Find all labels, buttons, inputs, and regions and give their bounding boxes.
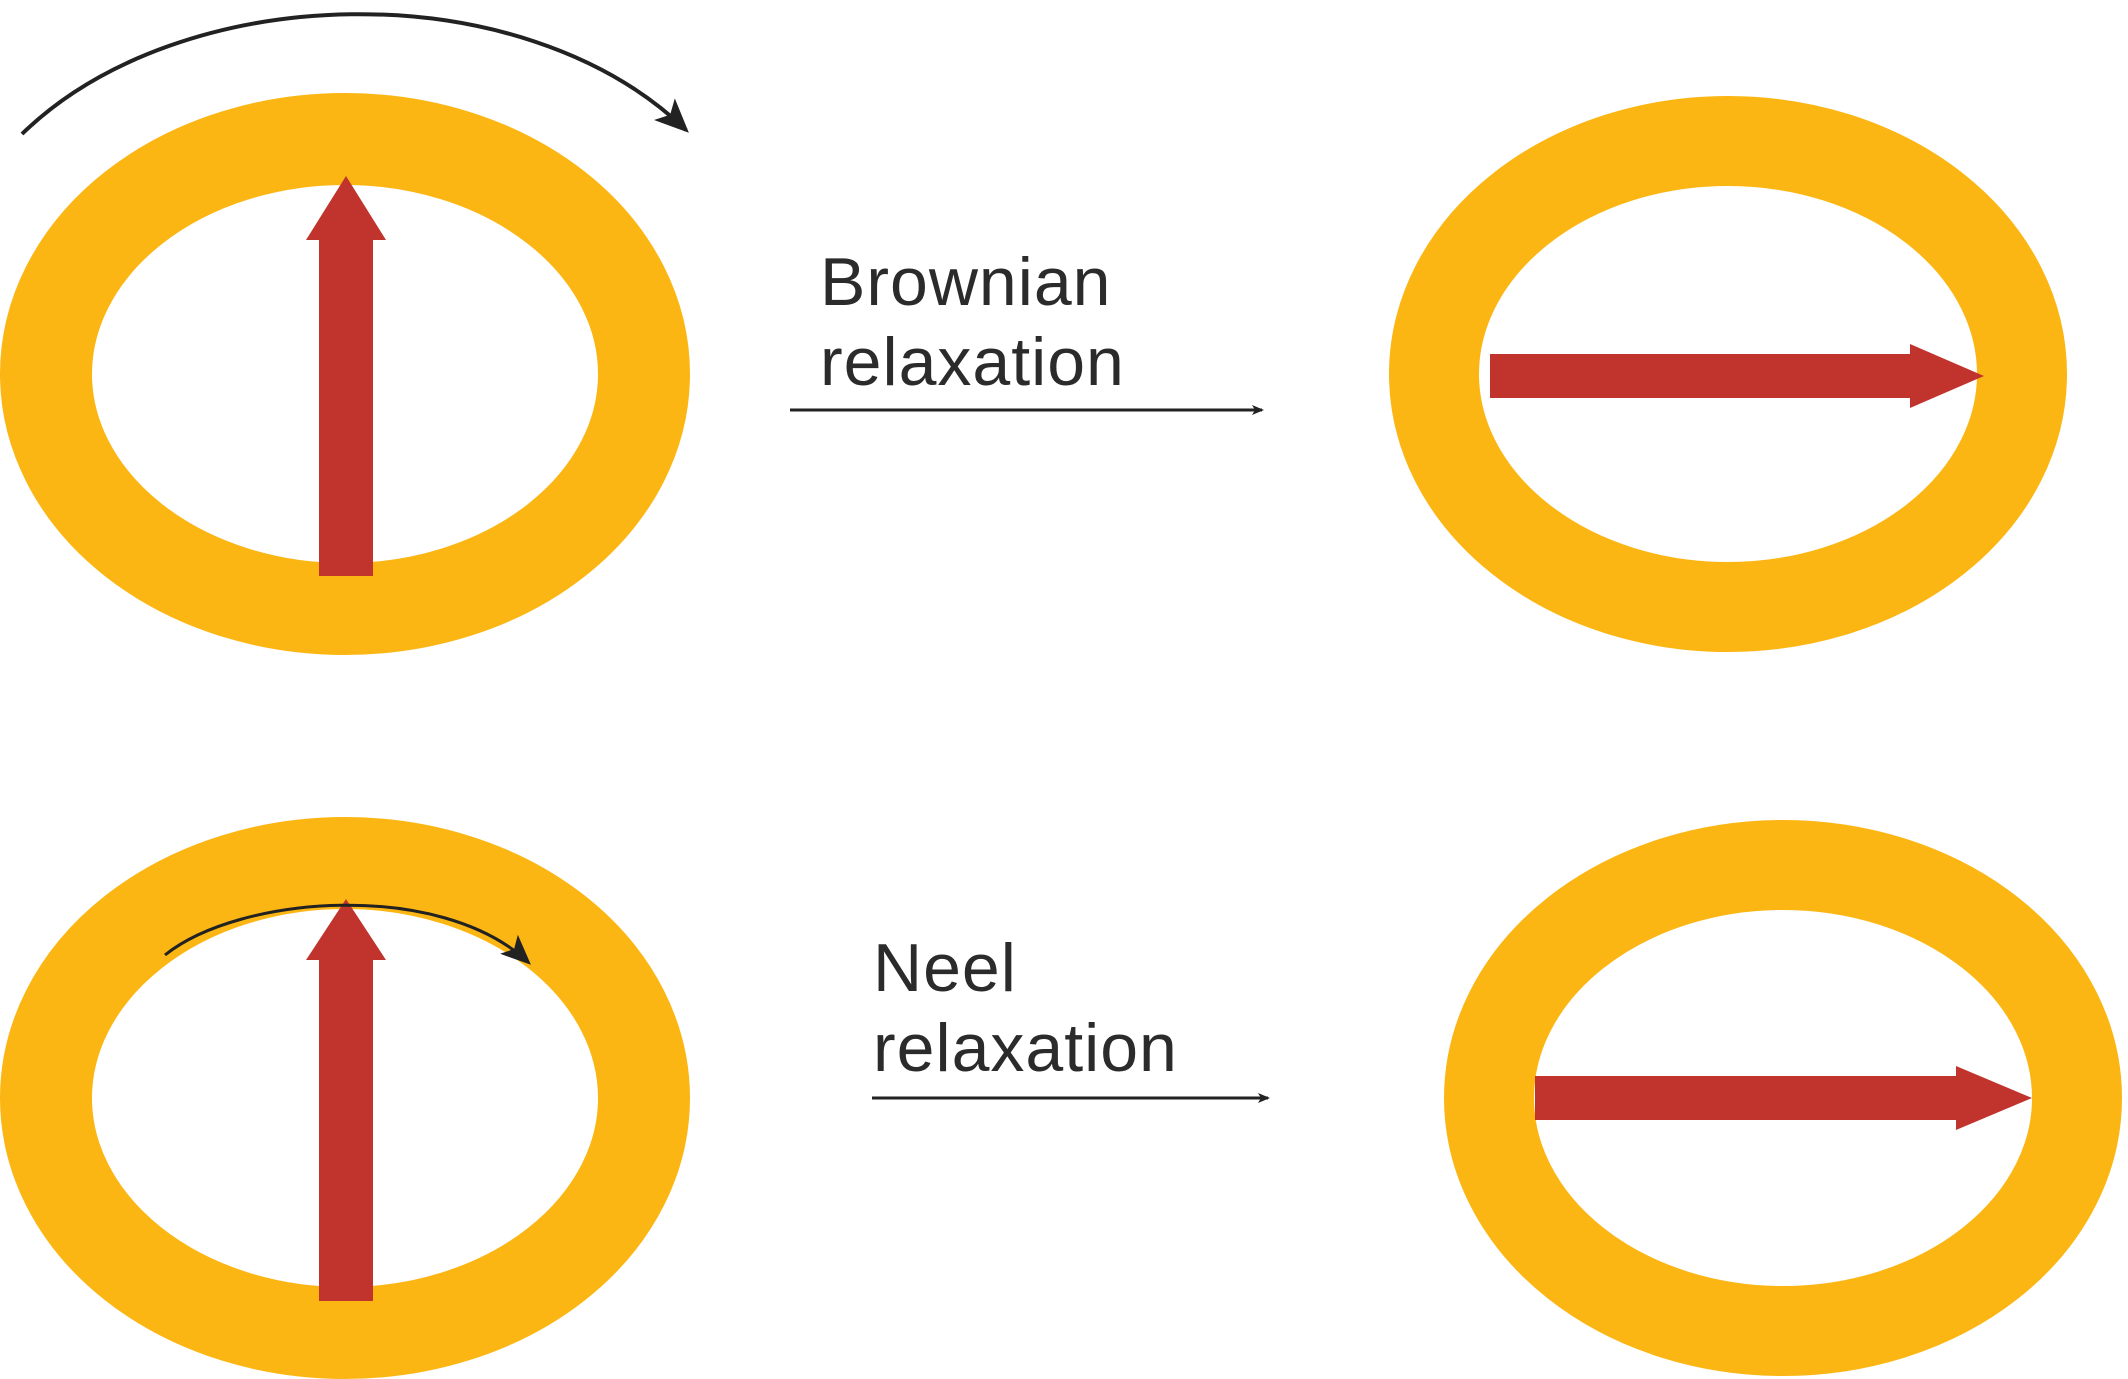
neel-label-line2: relaxation [873, 1010, 1178, 1086]
magnetic-moment-arrow-icon [1490, 344, 1984, 408]
particle-rotation-arrow-icon [20, 12, 689, 136]
magnetic-moment-arrow-icon [306, 176, 386, 576]
brownian-initial-particle [0, 93, 690, 655]
moment-rotation-arrow-icon [164, 903, 531, 965]
particle-ring-icon [0, 93, 690, 655]
particle-ring-icon [1444, 820, 2122, 1376]
neel-initial-particle [0, 817, 690, 1379]
brownian-relaxation-label: Brownian relaxation [820, 242, 1125, 402]
neel-label-line1: Neel [873, 930, 1017, 1006]
neel-relaxation-label: Neel relaxation [873, 928, 1178, 1088]
particle-ring-icon [1389, 96, 2067, 652]
brownian-label-line1: Brownian [820, 244, 1112, 320]
brownian-label-line2: relaxation [820, 324, 1125, 400]
neel-relaxed-particle [1444, 820, 2122, 1376]
brownian-relaxed-particle [1389, 96, 2067, 652]
magnetic-moment-arrow-icon [306, 899, 386, 1301]
particle-ring-icon [0, 817, 690, 1379]
magnetic-moment-arrow-icon [1535, 1066, 2032, 1130]
